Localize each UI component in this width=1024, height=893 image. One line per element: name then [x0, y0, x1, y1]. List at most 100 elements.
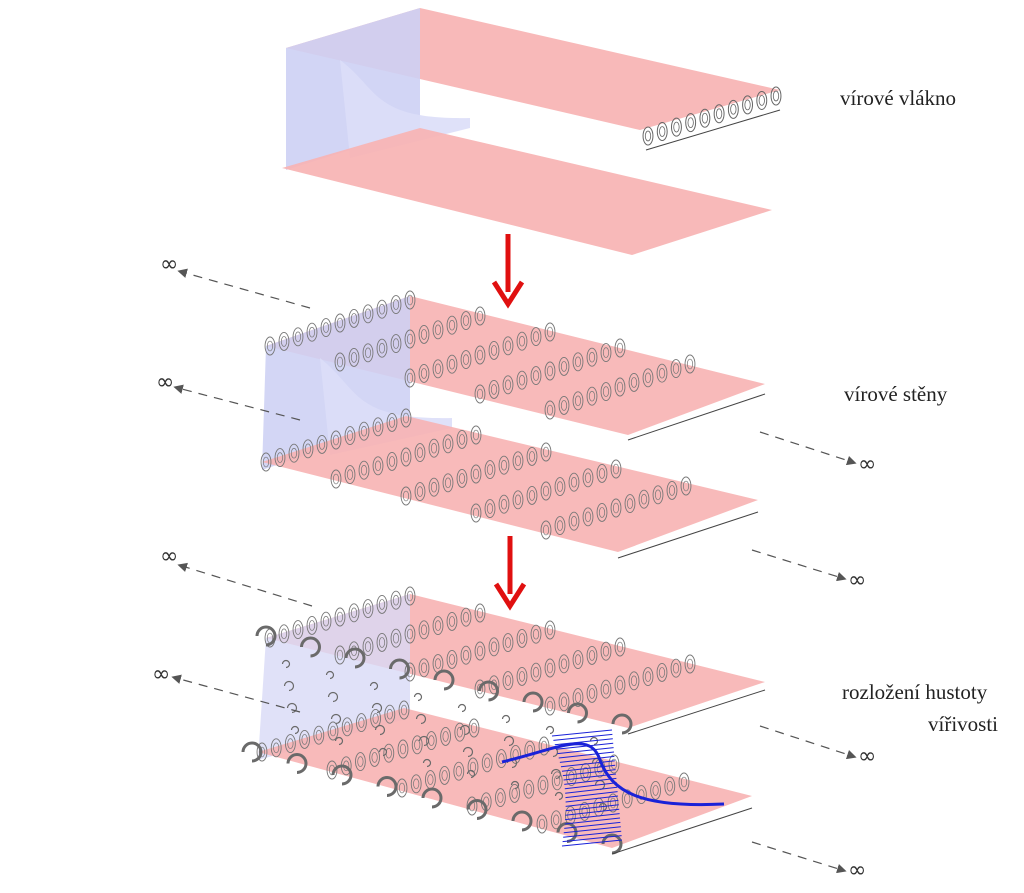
vortex-ring	[540, 442, 552, 462]
vortex-ring	[530, 624, 542, 644]
vortex-ring-inner	[504, 675, 512, 686]
vortex-ring	[446, 354, 458, 374]
vortex-ring	[572, 352, 584, 372]
vortex-ring	[344, 465, 356, 485]
profile-hatch	[563, 830, 622, 838]
vortex-ring	[628, 671, 640, 691]
vortex-ring	[390, 334, 402, 354]
profile-hatch	[560, 760, 615, 768]
vortex-ring-inner	[630, 377, 638, 388]
vortex-ring-inner	[406, 628, 414, 640]
vortex-ring-inner	[554, 775, 561, 787]
vortex-ring-inner	[486, 503, 494, 514]
profile-hatch	[565, 791, 618, 799]
vortex-ring-inner	[258, 746, 266, 758]
vortex-ring-inner	[374, 421, 382, 433]
vortex-ring-inner	[504, 340, 512, 352]
vortex-ring-inner	[701, 112, 708, 124]
vortex-ring	[341, 717, 353, 737]
vortex-ring	[484, 460, 496, 480]
vortex-ring	[474, 384, 486, 404]
profile-hatch	[565, 808, 620, 816]
vortex-ring-inner	[392, 299, 400, 310]
vortex-ring-inner	[336, 356, 344, 368]
vortex-ring	[456, 429, 468, 449]
vortex-ring-inner	[392, 338, 400, 349]
profile-hatch	[565, 795, 619, 803]
vortex-ring	[428, 477, 440, 497]
vortex-ring-inner	[500, 498, 508, 510]
vortex-ring-inner	[434, 620, 442, 631]
vortex-ring	[372, 456, 384, 476]
vortex-ring-inner	[497, 792, 504, 803]
density-length-line-top	[627, 689, 766, 735]
vortex-ring	[481, 753, 493, 773]
vortex-ring	[536, 814, 548, 834]
vortex-ring-inner	[588, 390, 596, 402]
vortex-ring	[354, 752, 366, 772]
vortex-ring	[302, 439, 314, 459]
vortex-arrow	[327, 691, 339, 703]
vortex-ring	[348, 603, 360, 623]
vortex-ring-inner	[462, 649, 470, 661]
vortex-ring	[488, 637, 500, 657]
vortex-ring-inner	[687, 117, 694, 129]
vortex-ring	[524, 740, 536, 760]
vortex-ring	[334, 352, 346, 372]
vortex-ring-inner	[448, 616, 456, 627]
vortex-ring	[530, 662, 542, 682]
vortex-ring	[502, 671, 514, 691]
vortex-ring	[362, 599, 374, 619]
vortex-ring-inner	[386, 708, 393, 720]
vortex-ring-inner	[448, 358, 456, 370]
density-length-line-bottom	[611, 807, 753, 855]
vortex-ring	[540, 520, 552, 540]
vortex-ring-inner	[560, 361, 568, 372]
vortex-ring-inner	[276, 452, 284, 463]
vortex-ring-inner	[602, 386, 610, 397]
vortex-ring	[530, 327, 542, 347]
vortex-arrow	[286, 702, 298, 714]
vortex-ring-inner	[420, 368, 428, 379]
vortex-ring	[678, 772, 690, 792]
vortex-ring-inner	[399, 743, 407, 755]
vortex-ring-inner	[420, 662, 428, 674]
vortex-ring-inner	[308, 326, 316, 338]
vortex-arrow	[378, 747, 388, 757]
dashed-line	[751, 549, 847, 582]
vortex-ring	[404, 290, 416, 310]
vortex-arrow	[418, 735, 430, 747]
vortex-ring-inner	[673, 121, 680, 133]
vortex-ring	[358, 460, 370, 480]
vortex-ring-inner	[546, 404, 554, 416]
vortex-ring-inner	[518, 671, 526, 682]
vortex-ring	[554, 516, 566, 536]
vortex-ring-inner	[344, 721, 351, 733]
vortex-ring-inner	[360, 464, 368, 476]
vortex-ring	[418, 620, 430, 640]
vortex-ring-inner	[518, 633, 526, 644]
vortex-ring	[460, 311, 472, 331]
vortex-ring-inner	[616, 641, 624, 653]
vortex-ring-inner	[616, 679, 624, 691]
vortex-ring-inner	[511, 788, 518, 799]
vortex-ring-inner	[290, 447, 298, 459]
vortex-ring	[474, 345, 486, 365]
vortex-ring-inner	[406, 294, 414, 306]
infinity-symbol: ∞	[160, 544, 179, 569]
vortex-ring-inner	[462, 315, 470, 326]
vortex-ring	[460, 350, 472, 370]
vortex-ring	[386, 451, 398, 471]
vortex-ring-inner	[644, 130, 652, 142]
walls-vortex-grid	[260, 290, 696, 540]
vortex-ring	[572, 688, 584, 708]
vortex-ring	[404, 368, 416, 388]
vortex-ring-inner	[486, 464, 494, 475]
vortex-ring	[670, 658, 682, 678]
vortex-ring	[558, 356, 570, 376]
vortex-ring-inner	[570, 515, 578, 527]
vortex-ring-inner	[372, 713, 379, 724]
vortex-ring	[400, 447, 412, 467]
vortex-ring	[498, 455, 510, 475]
vortex-ring	[284, 734, 296, 754]
